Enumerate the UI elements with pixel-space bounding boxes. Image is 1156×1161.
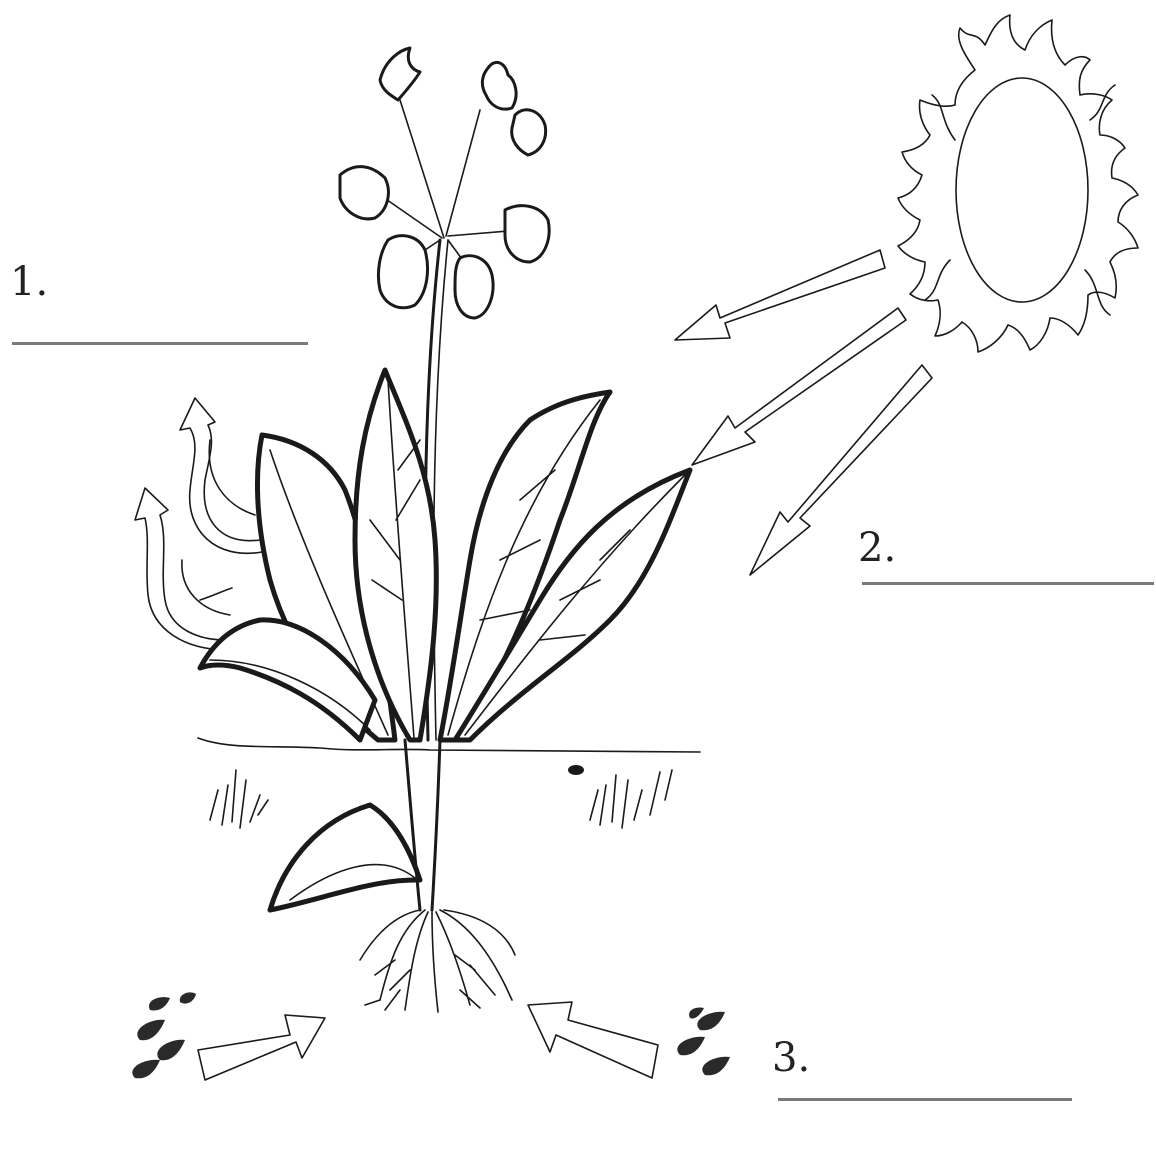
sun-icon [898,15,1138,352]
answer-blank-2[interactable] [862,582,1154,585]
answer-blank-1[interactable] [12,342,308,345]
answer-blank-3[interactable] [778,1098,1072,1101]
soil-arrow-icon [198,1002,658,1080]
label-1: 1. [10,262,48,302]
label-3: 3. [772,1038,810,1078]
label-2: 2. [858,528,896,568]
air-arrow-icon [135,398,262,650]
plant-icon [200,48,690,910]
grass-icon [210,765,672,828]
root-system [360,910,515,1012]
